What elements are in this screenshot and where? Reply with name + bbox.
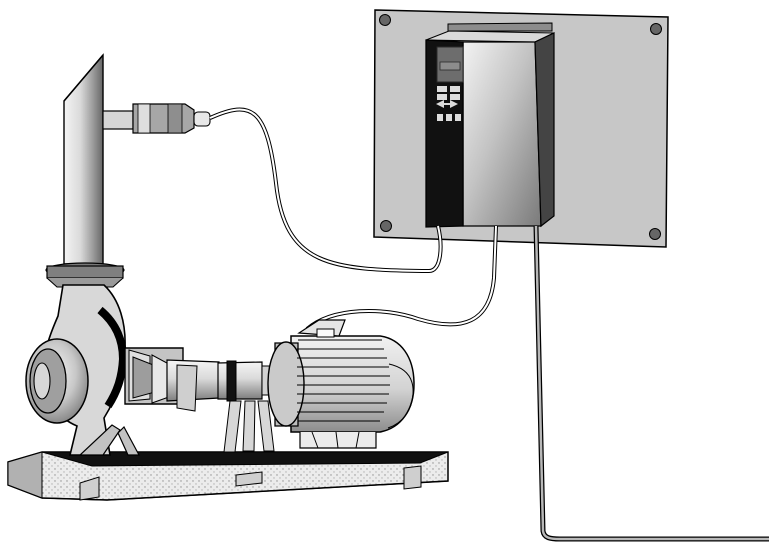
pump-casing (25, 284, 220, 456)
panel-bolt-icon (649, 228, 661, 240)
pressure-transmitter (102, 103, 211, 134)
foot-pad-center (235, 471, 263, 487)
base-frame (7, 451, 449, 501)
mains-cable (533, 225, 769, 542)
motor-cable (305, 225, 498, 331)
sensor-cable (209, 107, 443, 274)
keypad-icon (436, 86, 461, 121)
panel-bolt-icon (380, 220, 392, 232)
panel-bolt-icon (650, 23, 662, 35)
pump-shaft (217, 360, 281, 453)
discharge-pipe (45, 53, 125, 288)
electric-motor (267, 319, 415, 449)
panel-bolt-icon (379, 14, 391, 26)
foot-pad-left (79, 476, 100, 501)
foot-pad-right (403, 465, 422, 490)
frequency-converter (425, 22, 555, 228)
